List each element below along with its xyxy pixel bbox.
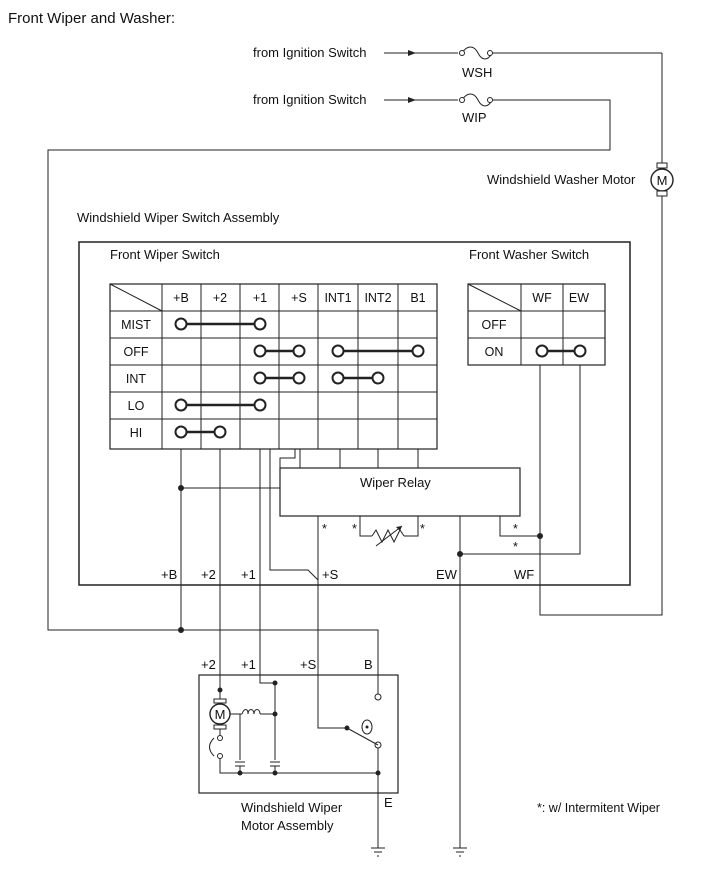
washer-col-wf: WF xyxy=(532,291,552,305)
wiper-col-int1: INT1 xyxy=(324,291,351,305)
asterisk-1: * xyxy=(322,522,327,536)
wip-arrow-icon xyxy=(408,97,416,103)
wiper-row-mist: MIST xyxy=(121,318,151,332)
wiper-col-+1: +1 xyxy=(253,291,267,305)
motor-assembly-label-2: Motor Assembly xyxy=(241,818,334,833)
internal-wiring xyxy=(178,365,581,848)
footnote: *: w/ Intermitent Wiper xyxy=(537,801,660,815)
svg-text:M: M xyxy=(657,173,668,188)
intermittent-resistor-icon xyxy=(371,528,405,544)
wiper-row-off: OFF xyxy=(124,345,149,359)
wiper-col-b1: B1 xyxy=(410,291,425,305)
wiper-col-int2: INT2 xyxy=(364,291,391,305)
ground-icon xyxy=(371,847,385,857)
motor-assembly-label-1: Windshield Wiper xyxy=(241,800,343,815)
wiper-col-+s: +S xyxy=(291,291,307,305)
wsh-fuse-icon xyxy=(461,46,493,60)
wip-fuse-icon xyxy=(461,93,493,107)
diagram-title: Front Wiper and Washer: xyxy=(8,10,175,27)
asterisk-3: * xyxy=(420,522,425,536)
wiper-motor-assembly: +2 +1 +S B M xyxy=(198,657,399,848)
continuity-int xyxy=(253,371,385,385)
wiper-row-hi: HI xyxy=(130,426,143,440)
front-wiper-switch-label: Front Wiper Switch xyxy=(110,247,220,262)
wiper-row-int: INT xyxy=(126,372,147,386)
sw-terminal-+b: +B xyxy=(161,567,177,582)
motor-terminal-+2: +2 xyxy=(201,657,216,672)
front-washer-switch-label: Front Washer Switch xyxy=(469,247,589,262)
wsh-supply: from Ignition Switch WSH xyxy=(253,45,663,163)
sw-terminal-ew: EW xyxy=(436,567,458,582)
wiper-col-+2: +2 xyxy=(213,291,227,305)
wiper-col-+b: +B xyxy=(173,291,189,305)
sw-terminal-+2: +2 xyxy=(201,567,216,582)
wip-fuse-label: WIP xyxy=(462,110,487,125)
wiper-relay-box xyxy=(279,467,521,517)
sw-terminal-+s: +S xyxy=(322,567,339,582)
continuity-lo xyxy=(174,398,267,412)
wsh-fuse-label: WSH xyxy=(462,65,492,80)
motor-ground-terminal-e: E xyxy=(384,795,393,810)
motor-terminal-b: B xyxy=(364,657,373,672)
switch-assembly-box xyxy=(78,241,631,586)
motor-terminal-+1: +1 xyxy=(241,657,256,672)
asterisk-4: * xyxy=(513,522,518,536)
washer-row-off: OFF xyxy=(482,318,507,332)
washer-row-on: ON xyxy=(485,345,504,359)
sw-terminal-wf: WF xyxy=(514,567,534,582)
sw-terminal-+1: +1 xyxy=(241,567,256,582)
washer-switch-table: WF EW OFF ON xyxy=(467,283,606,366)
washer-col-ew: EW xyxy=(569,291,589,305)
wiper-switch-table: +B +2 +1 +S INT1 INT2 B1 MIST OFF INT LO… xyxy=(109,283,438,450)
continuity-washer-on xyxy=(535,344,587,358)
wiper-relay-label: Wiper Relay xyxy=(360,475,431,490)
wip-source-label: from Ignition Switch xyxy=(253,92,366,107)
wsh-arrow-icon xyxy=(408,50,416,56)
circuit-breaker-icon xyxy=(209,737,215,757)
motor-terminal-+s: +S xyxy=(300,657,317,672)
ground-icon xyxy=(453,847,467,857)
washer-motor-label: Windshield Washer Motor xyxy=(487,172,636,187)
asterisk-2: * xyxy=(352,522,357,536)
asterisk-5: * xyxy=(513,540,518,554)
coil-icon xyxy=(241,709,261,715)
switch-assembly-label: Windshield Wiper Switch Assembly xyxy=(77,210,280,225)
continuity-mist xyxy=(174,317,267,331)
svg-text:M: M xyxy=(215,707,226,722)
continuity-hi xyxy=(174,425,227,439)
continuity-off xyxy=(253,344,425,358)
wiper-row-lo: LO xyxy=(128,399,145,413)
wsh-source-label: from Ignition Switch xyxy=(253,45,366,60)
